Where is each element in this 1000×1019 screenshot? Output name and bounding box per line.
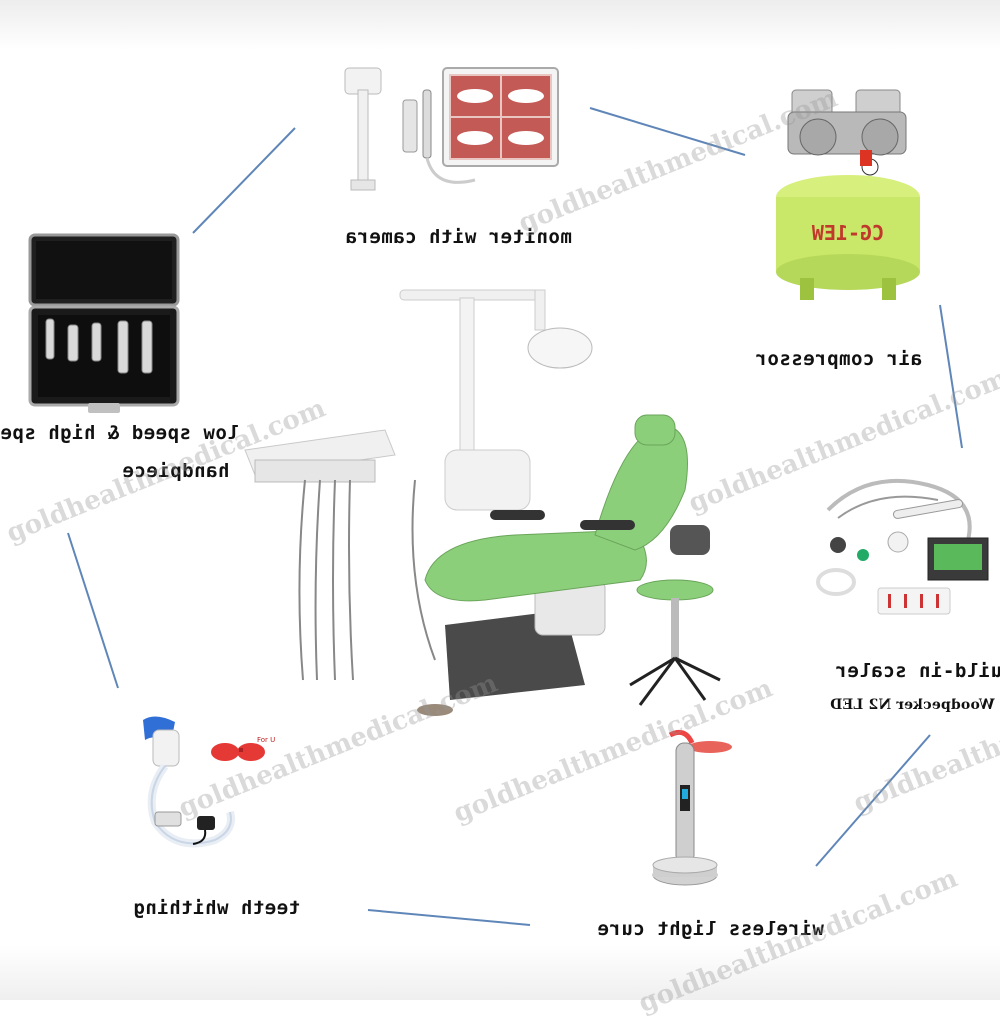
connector-line <box>589 107 746 156</box>
teeth-whitening: For Use <box>135 712 275 862</box>
monitor-caption: moniter with camera <box>345 226 572 248</box>
dental-chair-icon <box>244 289 721 716</box>
scaler-caption-line1: build-in scaler <box>835 660 1000 682</box>
dental-chair-unit <box>235 280 755 720</box>
scaler-caption-line2: Woodpecker N2 LED <box>830 697 995 713</box>
build-in-scaler <box>808 470 998 630</box>
whitening-lamp-icon: For Use <box>143 716 275 848</box>
whitening-tag: For Use <box>257 736 275 744</box>
handpiece-case-icon <box>28 233 180 413</box>
handpiece-case <box>28 233 183 418</box>
monitor-icon <box>344 67 559 191</box>
compressor-caption: air compressor <box>755 348 923 370</box>
compressor-model: CG-1EW <box>811 221 884 245</box>
connector-line <box>367 909 531 926</box>
connector-line <box>815 734 931 867</box>
scaler-icon <box>816 478 989 615</box>
monitor-with-camera <box>335 60 565 210</box>
connector-line <box>67 532 119 689</box>
wireless-light-cure <box>640 725 760 905</box>
connector-line <box>939 304 963 449</box>
light-cure-caption: wireless light cure <box>597 918 824 940</box>
curing-light-icon <box>652 729 732 886</box>
whitening-caption: teeth whithing <box>133 897 301 919</box>
air-compressor: CG-1EW <box>770 82 930 312</box>
connector-line <box>192 127 296 234</box>
handpiece-caption-line2: handpiece <box>122 460 230 482</box>
handpiece-caption-line1: low speed & high spe <box>0 422 239 444</box>
compressor-icon: CG-1EW <box>776 89 920 300</box>
